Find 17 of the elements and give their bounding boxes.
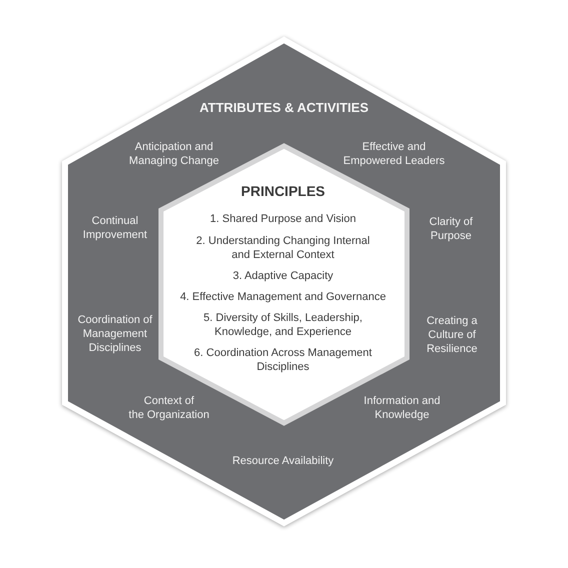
attribute-label: Resource Availability [232, 454, 334, 468]
principle-item: 6. Coordination Across Management Disciplines [194, 346, 372, 374]
principle-item: 3. Adaptive Capacity [232, 269, 334, 283]
section-heading: PRINCIPLES [241, 182, 325, 200]
attribute-label: Information and Knowledge [364, 394, 440, 422]
principle-item: 5. Diversity of Skills, Leadership, Knowledge, and Experience [204, 311, 362, 339]
attribute-label: Context of the Organization [128, 394, 210, 422]
section-heading: ATTRIBUTES & ACTIVITIES [200, 100, 368, 116]
principle-item: 1. Shared Purpose and Vision [210, 212, 356, 226]
attribute-label: Clarity of Purpose [429, 215, 473, 243]
attribute-label: Effective and Empowered Leaders [343, 140, 445, 168]
attribute-label: Coordination of Management Disciplines [78, 313, 152, 355]
attribute-label: Anticipation and Managing Change [129, 140, 219, 168]
attribute-label: Creating a Culture of Resilience [426, 314, 478, 356]
attribute-label: Continual Improvement [82, 214, 148, 242]
principle-item: 2. Understanding Changing Internal and External Context [196, 234, 370, 262]
principle-item: 4. Effective Management and Governance [180, 290, 386, 304]
